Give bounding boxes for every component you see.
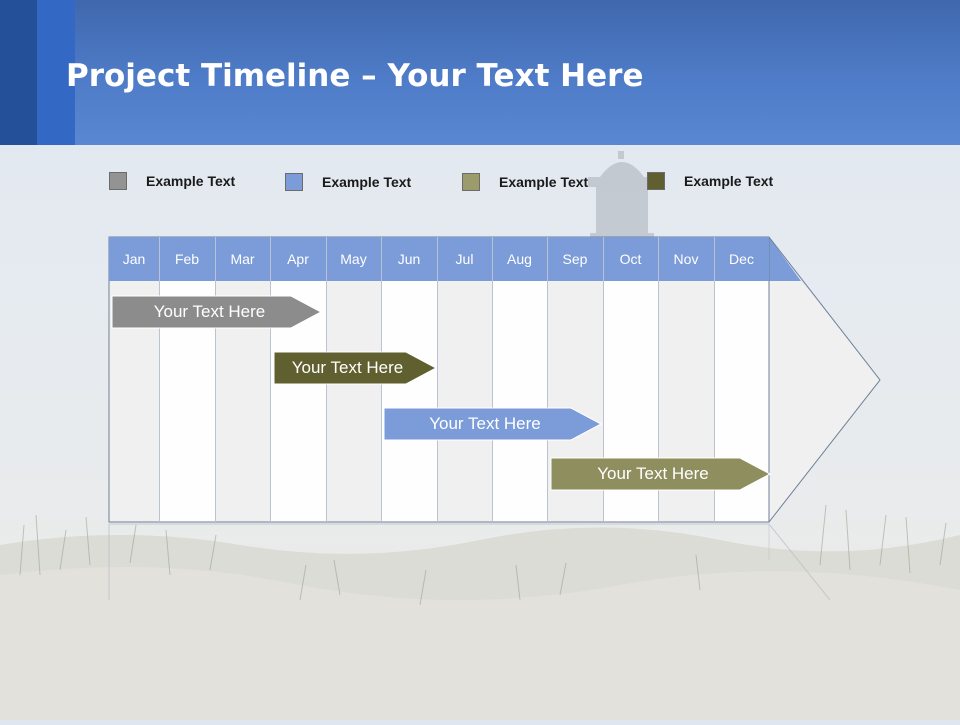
task-label-4[interactable]: Your Text Here [597,464,709,483]
task-label-3[interactable]: Your Text Here [429,414,541,433]
column-divider [492,237,493,522]
column-divider [658,237,659,522]
legend-item: Example Text [109,171,235,191]
header-accent-strip [0,0,37,145]
month-header-jun: Jun [381,237,437,281]
month-header-apr: Apr [270,237,326,281]
month-header-oct: Oct [603,237,658,281]
column-divider [215,237,216,522]
column-divider [270,237,271,522]
header-accent-strip-light [37,0,75,145]
month-column [437,281,492,522]
task-arrow-2 [273,351,438,385]
task-label-1[interactable]: Your Text Here [153,302,266,321]
legend-swatch-olive [462,173,480,191]
page-title: Project Timeline – Your Text Here [66,58,643,94]
task-label-2[interactable]: Your Text Here [291,358,404,377]
legend-item: Example Text [285,172,411,192]
task-arrow-3 [383,407,603,441]
month-header-dec: Dec [714,237,769,281]
month-header-jan: Jan [109,237,159,281]
column-divider [159,237,160,522]
legend-item: Example Text [462,172,588,192]
month-header-may: May [326,237,381,281]
legend-label: Example Text [499,174,589,190]
column-divider [437,237,438,522]
month-header-feb: Feb [159,237,215,281]
month-header-aug: Aug [492,237,547,281]
month-header-mar: Mar [215,237,270,281]
legend-item: Example Text [647,171,773,191]
legend-swatch-dark-olive [647,172,665,190]
column-divider [603,237,604,522]
title-bold: Project Timeline [66,58,351,94]
legend-swatch-blue [285,173,303,191]
month-header-sep: Sep [547,237,603,281]
month-header-jul: Jul [437,237,492,281]
column-divider [714,237,715,522]
legend-label: Example Text [684,173,774,189]
month-header-nov: Nov [658,237,714,281]
legend-label: Example Text [146,173,236,189]
column-divider [547,237,548,522]
task-arrow-1 [111,295,323,329]
month-column [326,281,381,522]
legend-swatch-gray [109,172,127,190]
month-column [381,281,437,522]
header-band: Project Timeline – Your Text Here [0,0,960,145]
background-scene [0,145,960,720]
month-column [492,281,547,522]
title-rest: – Your Text Here [350,58,644,94]
task-arrow-4 [550,457,772,491]
legend-label: Example Text [322,174,412,190]
